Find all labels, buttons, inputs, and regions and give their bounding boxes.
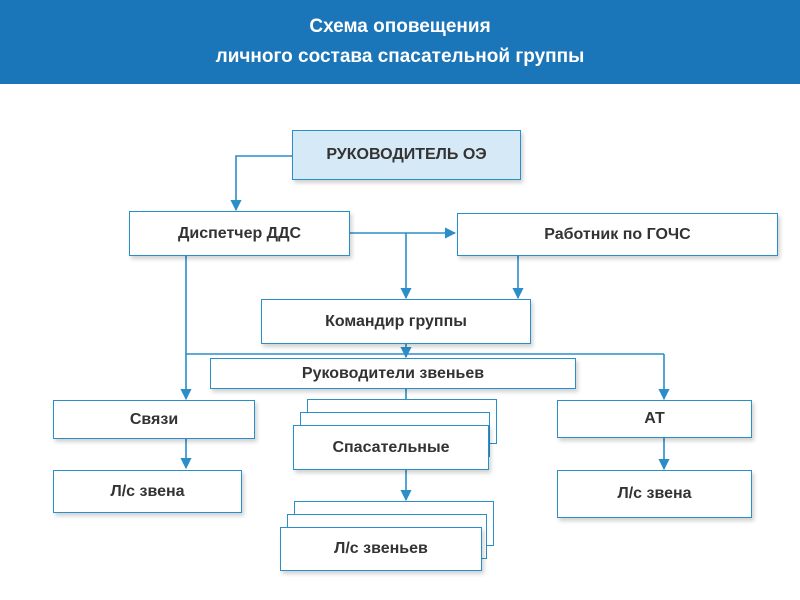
node-unit-leaders: Руководители звеньев <box>210 358 576 389</box>
diagram-subtitle: личного состава спасательной группы <box>215 46 585 67</box>
arrow-head-to-dispatcher <box>230 155 292 212</box>
node-gochs-worker: Работник по ГОЧС <box>457 213 778 256</box>
node-ls-unit-at: Л/с звена <box>557 470 752 518</box>
node-rescue: Спасательные <box>293 425 489 470</box>
node-dispatcher: Диспетчер ДДС <box>129 211 350 256</box>
node-group-commander: Командир группы <box>261 299 531 344</box>
node-head-oe: РУКОВОДИТЕЛЬ ОЭ <box>292 130 521 180</box>
node-at: АТ <box>557 400 752 438</box>
node-ls-unit-comms: Л/с звена <box>53 470 242 513</box>
diagram-title: Схема оповещения <box>309 16 491 37</box>
node-ls-units-rescue: Л/с звеньев <box>280 527 482 571</box>
title-banner: Схема оповещения личного состава спасате… <box>0 0 800 84</box>
node-comms: Связи <box>53 400 255 439</box>
